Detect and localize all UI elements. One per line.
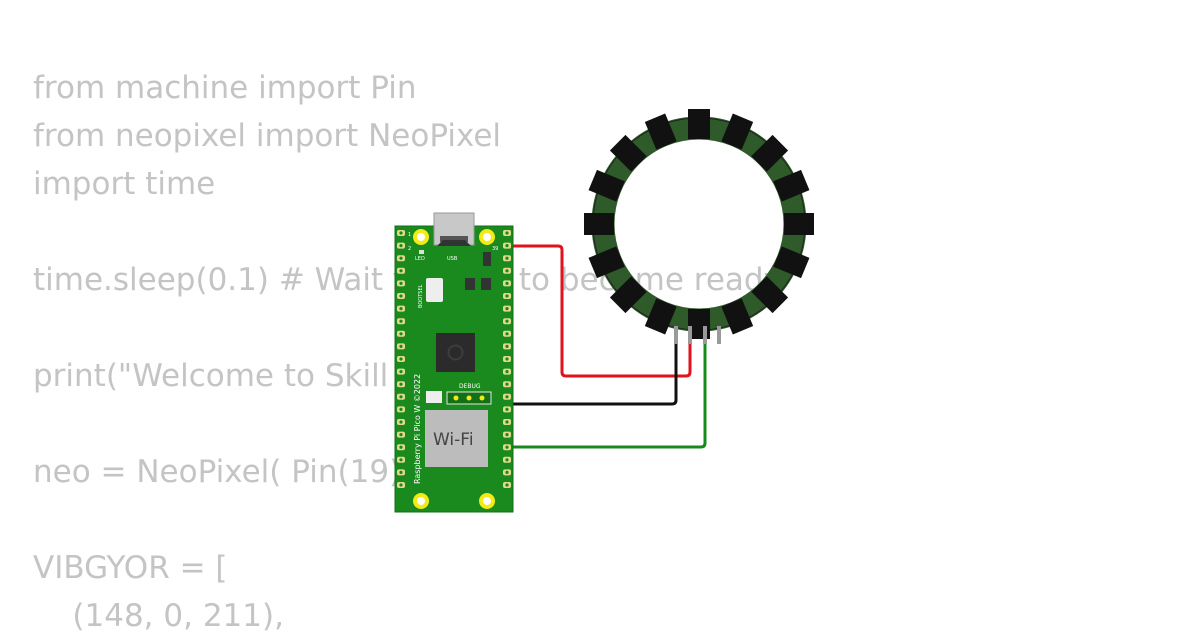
- ring-led: [588, 246, 625, 279]
- ring-led: [773, 246, 810, 279]
- code-line: neo = NeoPixel( Pin(19),: [33, 454, 421, 490]
- onboard-led: [419, 250, 424, 254]
- pin-label-2: 2: [408, 246, 411, 252]
- wire-data[interactable]: [506, 334, 707, 449]
- led-label: LED: [415, 256, 425, 262]
- wire-gnd[interactable]: [506, 334, 678, 406]
- ring-led: [609, 276, 647, 314]
- code-line: from neopixel import NeoPixel: [33, 118, 502, 154]
- neopixel-ring[interactable]: [584, 109, 814, 344]
- code-line: (148, 0, 211),: [33, 598, 284, 634]
- ring-led: [588, 169, 625, 202]
- code-line: print("Welcome to Skill D: [33, 358, 423, 394]
- mounting-holes: [413, 229, 495, 509]
- ring-led: [609, 134, 647, 172]
- ring-led: [644, 113, 677, 150]
- wifi-label: Wi-Fi: [433, 430, 474, 450]
- wire-vbus[interactable]: [506, 244, 692, 378]
- bootsel-label: BOOTSEL: [418, 284, 424, 308]
- code-line: from machine import Pin: [33, 70, 417, 106]
- pin-rows: [397, 230, 511, 488]
- debug-label: DEBUG: [459, 383, 481, 390]
- rp2040-chip: [436, 333, 475, 372]
- debug-header: [446, 391, 492, 405]
- pin-label-1: 1: [408, 232, 411, 238]
- ring-led: [584, 213, 614, 235]
- bootsel-button[interactable]: [426, 278, 443, 302]
- code-editor: from machine import Pin from neopixel imp…: [33, 64, 782, 640]
- code-line: import time: [33, 166, 216, 202]
- ring-led: [721, 298, 754, 335]
- ring-led: [751, 276, 789, 314]
- ring-led: [751, 134, 789, 172]
- ring-header-pins: [674, 326, 721, 344]
- pico-w-board[interactable]: LED USB 1 2 39 BOOTSEL DEBUG Wi-Fi: [394, 212, 514, 513]
- ring-led: [644, 298, 677, 335]
- ring-leds: [584, 109, 814, 339]
- board-model-label: Raspberry Pi Pico W ©2022: [413, 374, 422, 484]
- ring-led: [773, 169, 810, 202]
- wifi-module: Wi-Fi: [425, 410, 488, 467]
- usb-connector: [433, 212, 475, 246]
- ring-led: [784, 213, 814, 235]
- ring-led: [688, 109, 710, 139]
- pin-label-39: 39: [492, 246, 498, 252]
- usb-label: USB: [447, 256, 458, 262]
- ring-led: [721, 113, 754, 150]
- code-line: VIBGYOR = [: [33, 550, 228, 586]
- wires: [506, 244, 707, 449]
